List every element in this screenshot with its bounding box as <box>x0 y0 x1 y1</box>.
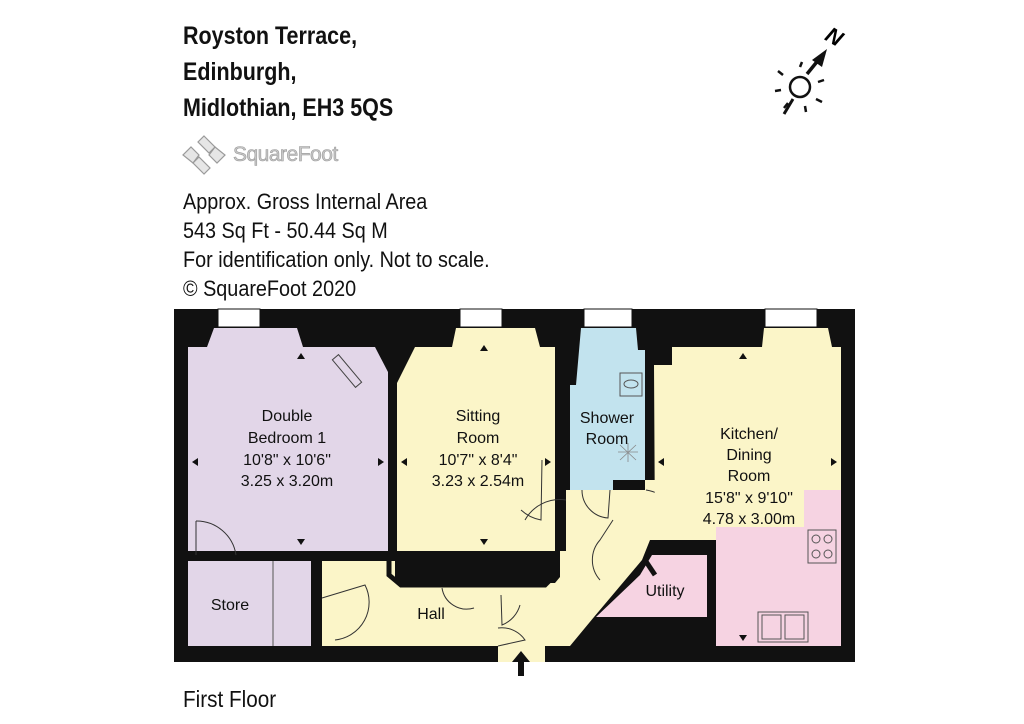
entrance-arrow-icon <box>512 651 530 676</box>
property-address: Royston Terrace, Edinburgh, Midlothian, … <box>183 18 393 126</box>
area-title: Approx. Gross Internal Area <box>183 189 428 214</box>
area-info: Approx. Gross Internal Area 543 Sq Ft - … <box>183 187 490 303</box>
dimension-markers <box>192 345 837 641</box>
squarefoot-logo: SquareFoot <box>181 134 339 176</box>
disclaimer: For identification only. Not to scale. <box>183 247 490 272</box>
utility-name: Utility <box>645 583 684 600</box>
sitting-room-name-2: Room <box>457 430 500 447</box>
shower-room-name: Shower <box>580 410 635 427</box>
room-sitting-room <box>397 328 555 551</box>
address-line-1: Royston Terrace, <box>183 22 358 50</box>
kitchen-name-2: Dining <box>726 447 771 464</box>
floor-label: First Floor <box>183 686 277 712</box>
shower-drain-icon <box>618 443 638 462</box>
kitchen-name: Kitchen/ <box>720 426 778 443</box>
store-name: Store <box>211 597 249 614</box>
room-shower-room <box>570 328 645 490</box>
compass-north-label: N <box>821 22 848 52</box>
kitchen-dimensions-imperial: 15'8" x 9'10" <box>705 490 793 507</box>
bedroom-dimensions-metric: 3.25 x 3.20m <box>241 473 334 490</box>
kitchen-dimensions-metric: 4.78 x 3.00m <box>703 511 796 528</box>
squarefoot-logo-icon <box>182 135 226 175</box>
shower-room-name-2: Room <box>586 431 629 448</box>
room-double-bedroom <box>188 328 388 551</box>
sitting-room-dimensions-imperial: 10'7" x 8'4" <box>439 452 518 469</box>
bedroom-name: Double <box>262 408 313 425</box>
address-line-3: Midlothian, EH3 5QS <box>183 94 394 122</box>
sink-icon <box>757 611 809 643</box>
room-utility <box>596 555 707 617</box>
windows <box>217 308 818 328</box>
bedroom-window-seat <box>331 353 363 389</box>
brand-name: SquareFoot <box>233 143 339 167</box>
bedroom-dimensions-imperial: 10'8" x 10'6" <box>243 452 331 469</box>
hall-name: Hall <box>417 606 445 623</box>
kitchen-name-3: Room <box>728 468 771 485</box>
kitchen-units <box>716 490 841 646</box>
address-line-2: Edinburgh, <box>183 58 297 86</box>
copyright: © SquareFoot 2020 <box>183 276 357 301</box>
bedroom-name-2: Bedroom 1 <box>248 430 326 447</box>
hob-icon <box>807 529 837 564</box>
area-value: 543 Sq Ft - 50.44 Sq M <box>183 218 388 243</box>
sitting-room-name: Sitting <box>456 408 500 425</box>
room-store <box>188 561 311 646</box>
sitting-room-dimensions-metric: 3.23 x 2.54m <box>432 473 525 490</box>
north-compass-icon <box>774 49 827 115</box>
room-hall <box>322 480 716 662</box>
